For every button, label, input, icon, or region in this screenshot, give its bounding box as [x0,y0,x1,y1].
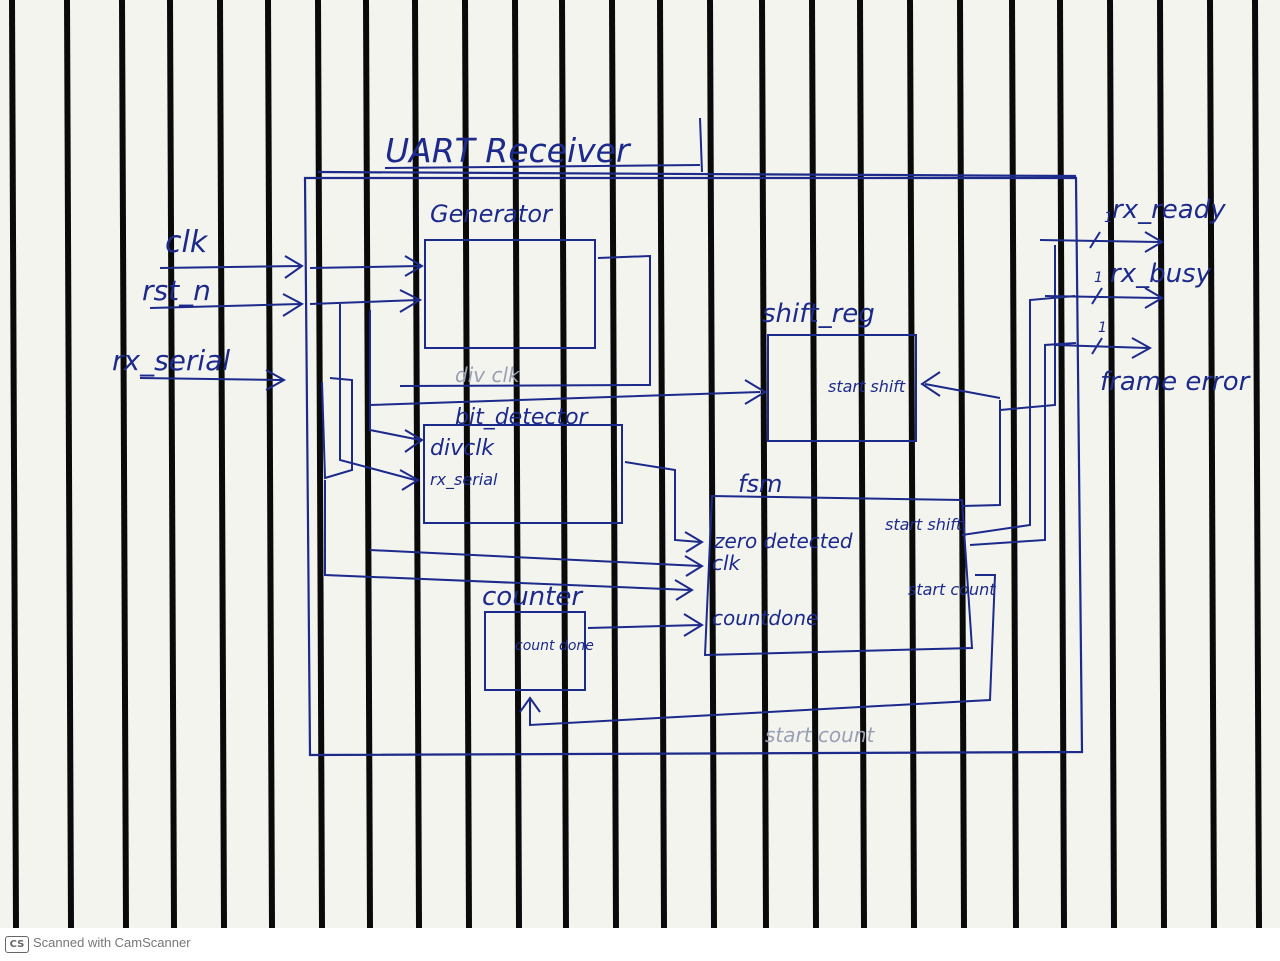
bit-detector-output-wire [624,461,704,553]
ruled-line [759,0,769,928]
bit-detector-divclk-port: divclk [430,436,495,461]
start-count-feedback-wire [519,574,997,727]
fsm-block [703,494,974,657]
fsm-clk-port: clk [712,551,742,575]
fsm-label: fsm [738,470,782,498]
ruled-line [217,0,227,928]
ruled-line [907,0,917,928]
bit-detector-rx-serial-port: rx_serial [430,470,498,490]
ruled-line [9,0,19,928]
input-label-rst-n: rst_n [142,274,211,307]
ruled-line [315,0,325,928]
notebook-sheet: UART Receiver clk rst_n rx_serial Genera… [9,0,1262,928]
output-width-mark-frame-error: 1 [1098,320,1107,336]
generator-label: Generator [430,200,554,228]
ruled-line [412,0,422,928]
ruled-line [1107,0,1117,928]
ruled-line [462,0,472,928]
camscanner-watermark: Scanned with CamScanner [33,935,191,950]
output-label-frame-error: frame error [1100,367,1252,397]
ruled-line [609,0,619,928]
ruled-line [265,0,275,928]
camscanner-logo: CS [5,936,29,953]
counter-block [484,611,586,691]
counter-count-done-port: count done [515,638,594,654]
ruled-line [707,0,717,928]
fsm-start-shift-port: start shift [885,515,963,534]
fsm-countdone-port: countdone [712,606,818,630]
ruled-line [1207,0,1217,928]
ruled-line [657,0,667,928]
fsm-zero-detected-port: zero detected [713,529,853,553]
input-wires [139,255,767,601]
ruled-line [1009,0,1019,928]
ruled-line [363,0,373,928]
output-width-mark-rx-busy: 1 [1094,270,1103,286]
ruled-lines [9,0,1262,928]
title-underline [384,117,703,173]
ruled-line [1157,0,1167,928]
ruled-line [64,0,74,928]
input-label-clk: clk [165,225,209,260]
output-width-mark-rx-ready: 1 [1104,210,1113,226]
ruled-line [1252,0,1262,928]
ruled-line [512,0,522,928]
bit-detector-label: bit_detector [455,405,590,430]
ruled-line [167,0,177,928]
output-label-rx-busy: rx_busy [1110,259,1212,289]
input-label-rx-serial: rx_serial [112,344,230,377]
generator-divclk-wire [399,254,651,387]
fsm-start-count-port: start count [908,580,996,599]
bit-detector-block [423,424,623,524]
divclk-wire-label: div clk [455,363,521,387]
generator-block [424,239,596,349]
start-count-wire-label: start count [765,723,876,747]
counter-countdone-wire [587,613,704,637]
ruled-line [857,0,867,928]
shift-reg-block [767,334,917,442]
diagram-title: UART Receiver [385,131,632,170]
output-label-rx-ready: rx_ready [1112,195,1226,225]
ruled-line [1057,0,1067,928]
ruled-line [957,0,967,928]
ruled-line [119,0,129,928]
uart-receiver-outline [303,170,1084,757]
fsm-output-wires [961,245,1077,546]
ruled-line [809,0,819,928]
ruled-line [559,0,569,928]
counter-label: counter [482,582,584,612]
shift-reg-start-shift-port: start shift [828,377,906,396]
shift-reg-label: shift_reg [762,299,875,329]
shift-reg-start-shift-arrow [920,371,1001,399]
output-wires [1039,231,1164,359]
scan-footer [0,928,1280,961]
